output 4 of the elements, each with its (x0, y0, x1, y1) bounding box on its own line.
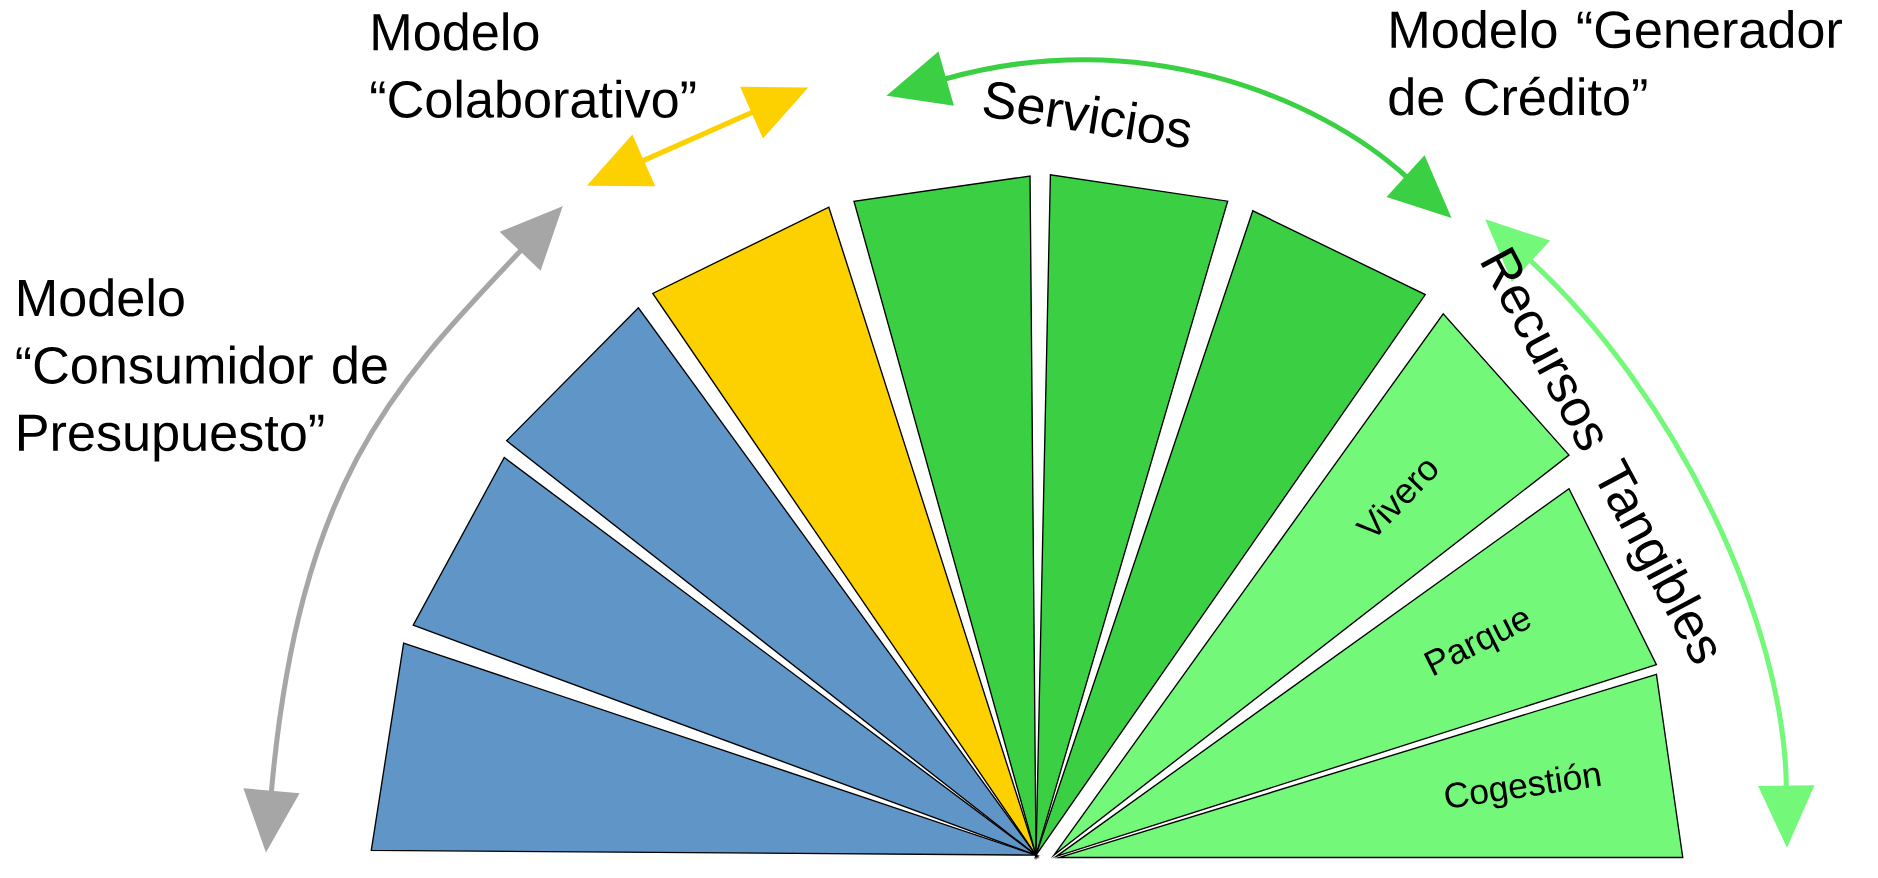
model-label: Modelo “Generador de Crédito” (1389, 9, 1842, 116)
model-label: Servicios (983, 82, 1191, 148)
model-label: Modelo “Consumidor de Presupuesto” (16, 278, 387, 462)
model-label: Modelo “Colaborativo” (371, 12, 696, 119)
